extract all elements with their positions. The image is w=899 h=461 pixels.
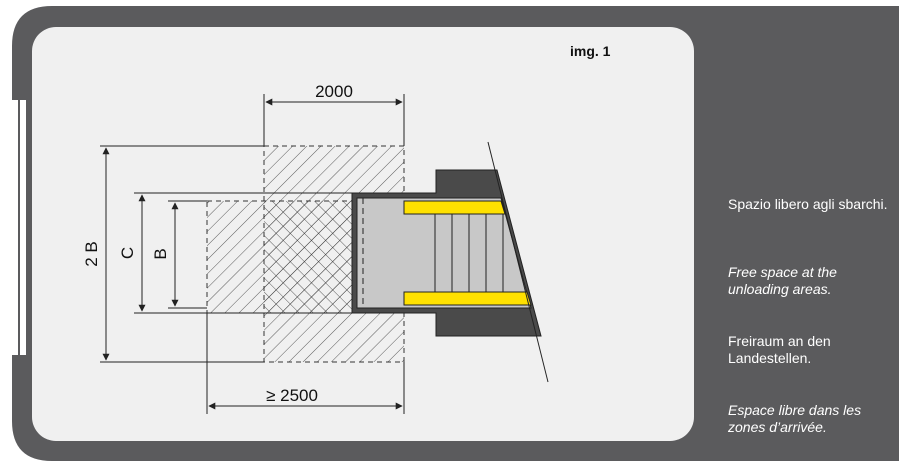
handrail-top [403, 200, 506, 215]
caption-italian: Spazio libero agli sbarchi. [728, 196, 888, 212]
diagonal-guide [487, 141, 549, 383]
label-c: C [118, 247, 137, 259]
label-2500: ≥ 2500 [266, 386, 318, 405]
label-2b: 2 B [82, 241, 101, 267]
dimension-2000 [263, 94, 405, 146]
handrail-bottom [403, 291, 532, 306]
label-2000: 2000 [315, 82, 353, 101]
dimension-2500 [206, 313, 405, 414]
image-label: img. 1 [570, 43, 611, 59]
dimension-c [134, 192, 352, 314]
crosshatched-overlap [264, 201, 352, 313]
dimension-2b [100, 145, 264, 363]
caption-german: Freiraum an den Landestellen. [728, 333, 831, 366]
caption-english: Free space at the unloading areas. [728, 264, 837, 297]
escalator-body [356, 197, 532, 309]
dimension-b [168, 200, 207, 309]
caption-french: Espace libre dans les zones d’arrivée. [728, 402, 862, 435]
escalator-steps [434, 214, 504, 292]
label-b: B [151, 248, 170, 259]
